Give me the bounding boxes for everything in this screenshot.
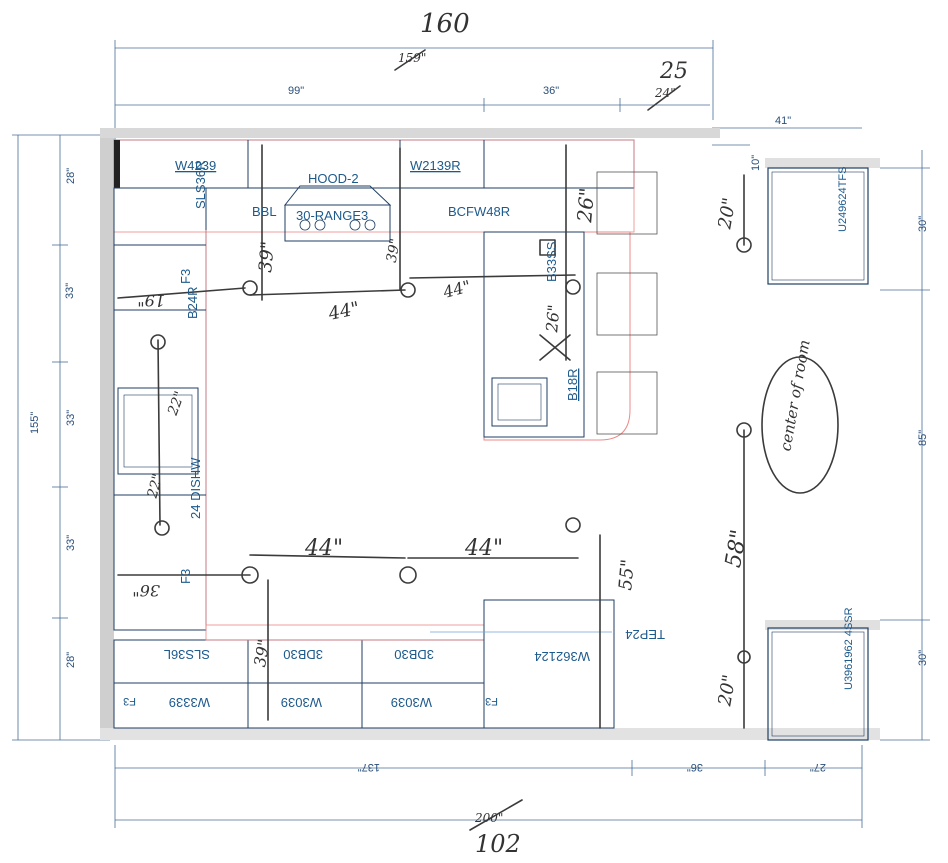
- dim-right-30-top: 30": [917, 216, 929, 232]
- cab-fridge-top: U249624TFS: [837, 167, 849, 232]
- cab-tep24: TEP24: [625, 627, 665, 642]
- pencil-annotations: [117, 144, 839, 729]
- cab-3db30-a: 3DB30: [283, 647, 323, 662]
- dim-left-155: 155": [29, 412, 41, 434]
- handwritten-left-top: 19": [137, 291, 165, 310]
- cab-w362124: W362124: [534, 649, 590, 664]
- dim-bottom-27: 27": [810, 761, 826, 773]
- fridge-top: [767, 167, 869, 285]
- handwritten-aisle-bottom-left: 44": [304, 536, 343, 561]
- dim-left-33-a: 33": [64, 283, 76, 299]
- cab-fridge-bottom: U3961962 4SSR: [843, 607, 855, 690]
- dim-top-99: 99": [288, 85, 304, 97]
- dim-left-33-b: 33": [65, 410, 77, 426]
- cab-w3039-b: W3039: [391, 695, 432, 710]
- right-dimension-lines: [880, 150, 930, 741]
- bottom-cabinet-run: [113, 599, 615, 729]
- dim-bottom-137: 137": [358, 761, 380, 773]
- room-walls: [100, 128, 880, 740]
- cab-w4239: W4239: [175, 158, 216, 173]
- handwritten-top-total: 160: [420, 9, 470, 39]
- fridge-bottom: [767, 627, 869, 741]
- dim-bottom-36: 36": [687, 761, 703, 773]
- dim-right-30-bottom: 30": [917, 650, 929, 666]
- cab-sls36l: SLS36L: [164, 647, 210, 662]
- dim-fridge-41: 41": [775, 115, 791, 127]
- handwritten-left-mid: 22": [165, 389, 189, 418]
- cab-sls36r: SLS36R: [193, 161, 208, 209]
- peninsula-counter: [483, 171, 658, 441]
- cab-b33ss: B33SS: [544, 241, 559, 282]
- handwritten-v39-left: 39": [255, 240, 279, 273]
- cab-w3339: W3339: [169, 695, 210, 710]
- cab-b24r: B24R: [185, 286, 200, 319]
- handwritten-right-col: 25: [659, 59, 688, 84]
- handwritten-v26-island: 26": [542, 304, 563, 334]
- handwritten-aisle-upper-left: 44": [440, 276, 473, 302]
- cab-f3-bottom: F3: [178, 569, 193, 584]
- handwritten-aisle-bottom-right: 44": [464, 536, 503, 561]
- left-dimension-lines: [12, 134, 110, 741]
- handwritten-v20-bottom: 20": [714, 673, 740, 708]
- handwritten-left-low: 22": [144, 472, 166, 501]
- handwritten-bottom-total: 102: [475, 830, 521, 858]
- cab-range: 30-RANGE3: [296, 208, 368, 223]
- dim-right-85: 85": [917, 430, 929, 446]
- left-cabinet-run: [113, 187, 207, 631]
- dim-left-28-top: 28": [65, 168, 77, 184]
- cab-w2139r: W2139R: [410, 158, 461, 173]
- dim-top-36: 36": [543, 85, 559, 97]
- cab-w3039-a: W3039: [281, 695, 322, 710]
- top-cabinet-run: [113, 139, 635, 242]
- cab-bbl: BBL: [252, 204, 277, 219]
- handwritten-v55: 55": [615, 558, 639, 591]
- dim-left-28-bottom: 28": [65, 652, 77, 668]
- handwritten-v58: 58": [721, 528, 752, 570]
- handwritten-v39-mid: 39": [384, 237, 404, 264]
- cab-hood: HOOD-2: [308, 171, 359, 186]
- cab-3db30-b: 3DB30: [394, 647, 434, 662]
- handwritten-center-note: center of room: [776, 338, 813, 452]
- cab-f3-top: F3: [178, 269, 193, 284]
- handwritten-aisle-top: 44": [326, 298, 362, 325]
- dim-fridge-10: 10": [750, 155, 762, 171]
- cab-f3-mid: F3: [485, 695, 498, 707]
- handwritten-v26-top: 26": [572, 187, 599, 225]
- handwritten-right-col-crossed: 24": [654, 86, 676, 100]
- cab-bcfw48r: BCFW48R: [448, 204, 510, 219]
- handwritten-left-bottom: 36": [132, 581, 160, 600]
- cab-b18r: B18R: [565, 368, 580, 401]
- dim-left-33-c: 33": [65, 535, 77, 551]
- cab-f3-bl: F3: [123, 695, 136, 707]
- handwritten-v20-top: 20": [714, 196, 740, 231]
- handwritten-v39-bottom: 39": [250, 638, 274, 669]
- top-dimension-lines: [114, 40, 862, 146]
- cab-dishw: 24 DISHW: [188, 457, 203, 519]
